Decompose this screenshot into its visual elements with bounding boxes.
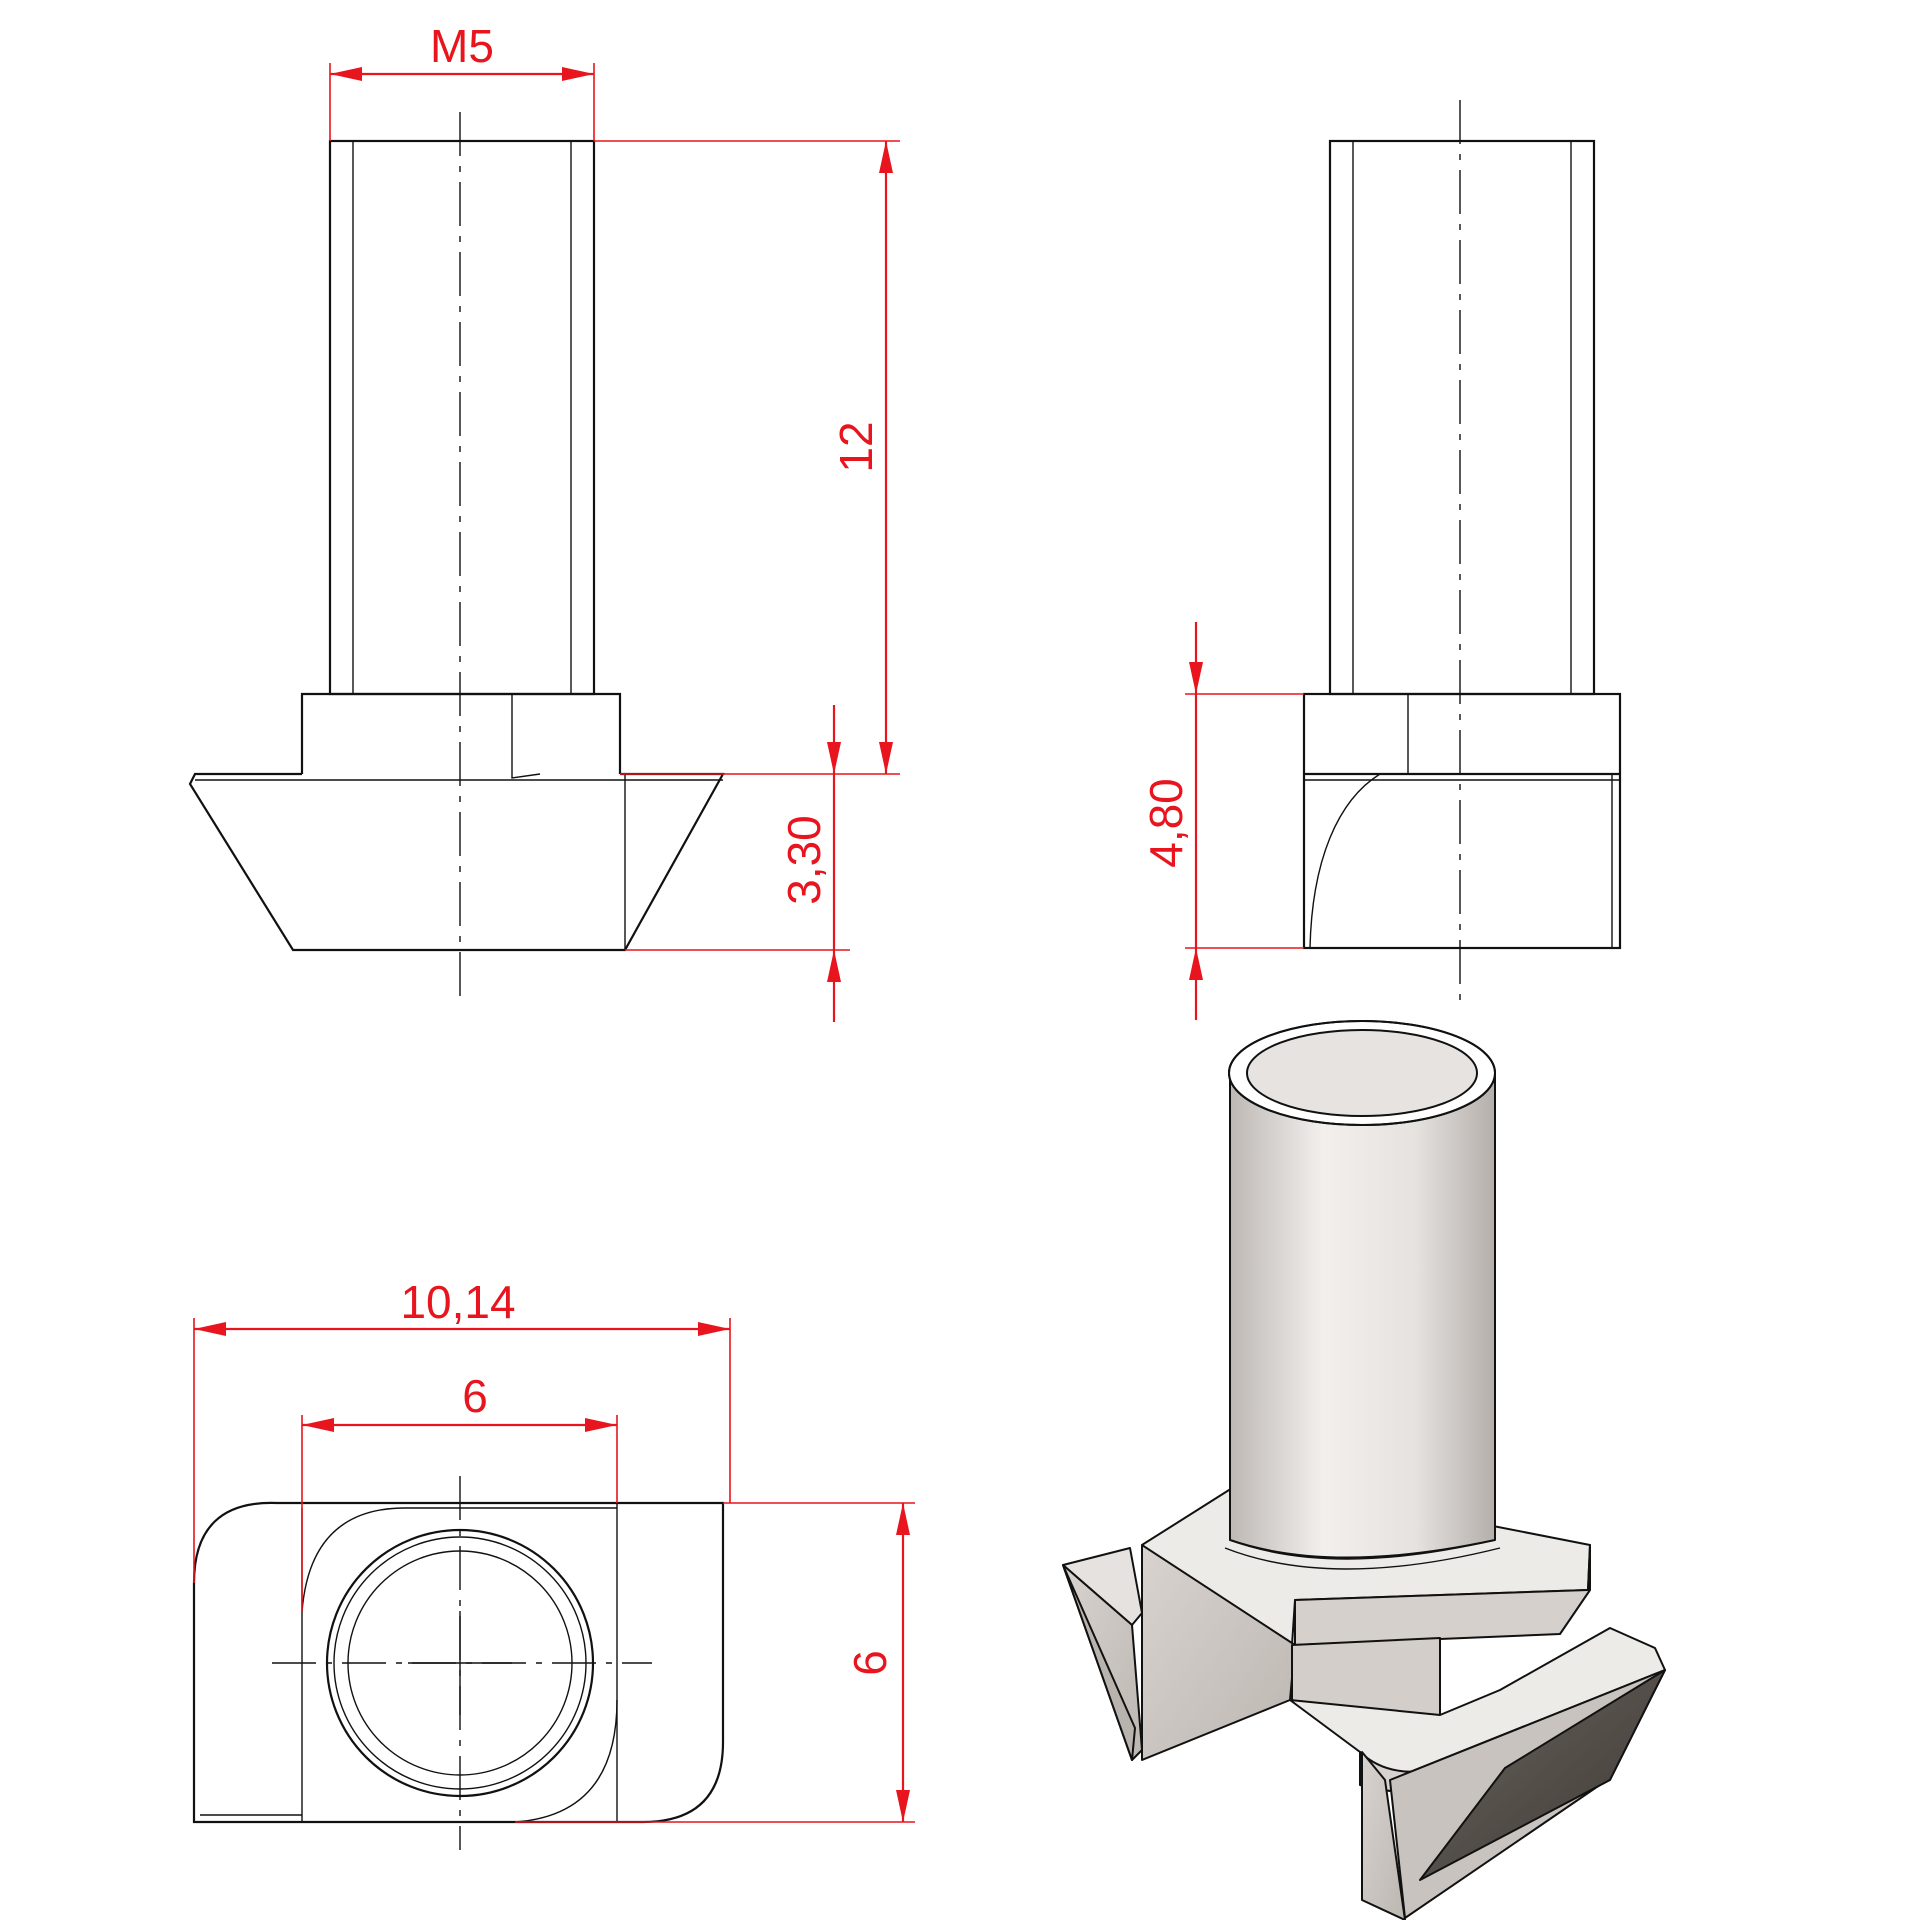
top-view (192, 1476, 725, 1850)
dim-bolt-length: 12 (594, 140, 900, 775)
isometric-view (1062, 1020, 1666, 1920)
block-depth-label: 6 (844, 1650, 896, 1676)
dim-block-height: 4,80 (1140, 622, 1304, 1020)
dim-block-width: 6 (301, 1370, 618, 1612)
front-view (188, 112, 725, 1005)
block-width-label: 6 (462, 1370, 488, 1422)
overall-width-label: 10,14 (400, 1276, 515, 1328)
head-height-label: 3,30 (778, 815, 830, 905)
dim-head-height: 3,30 (625, 705, 850, 1022)
dim-thread: M5 (329, 20, 595, 141)
thread-size-label: M5 (430, 20, 494, 72)
dim-overall-width: 10,14 (193, 1276, 731, 1583)
dim-block-depth: 6 (515, 1502, 915, 1823)
block-height-label: 4,80 (1140, 778, 1192, 868)
bolt-length-label: 12 (830, 421, 882, 472)
side-view (1302, 100, 1622, 1005)
